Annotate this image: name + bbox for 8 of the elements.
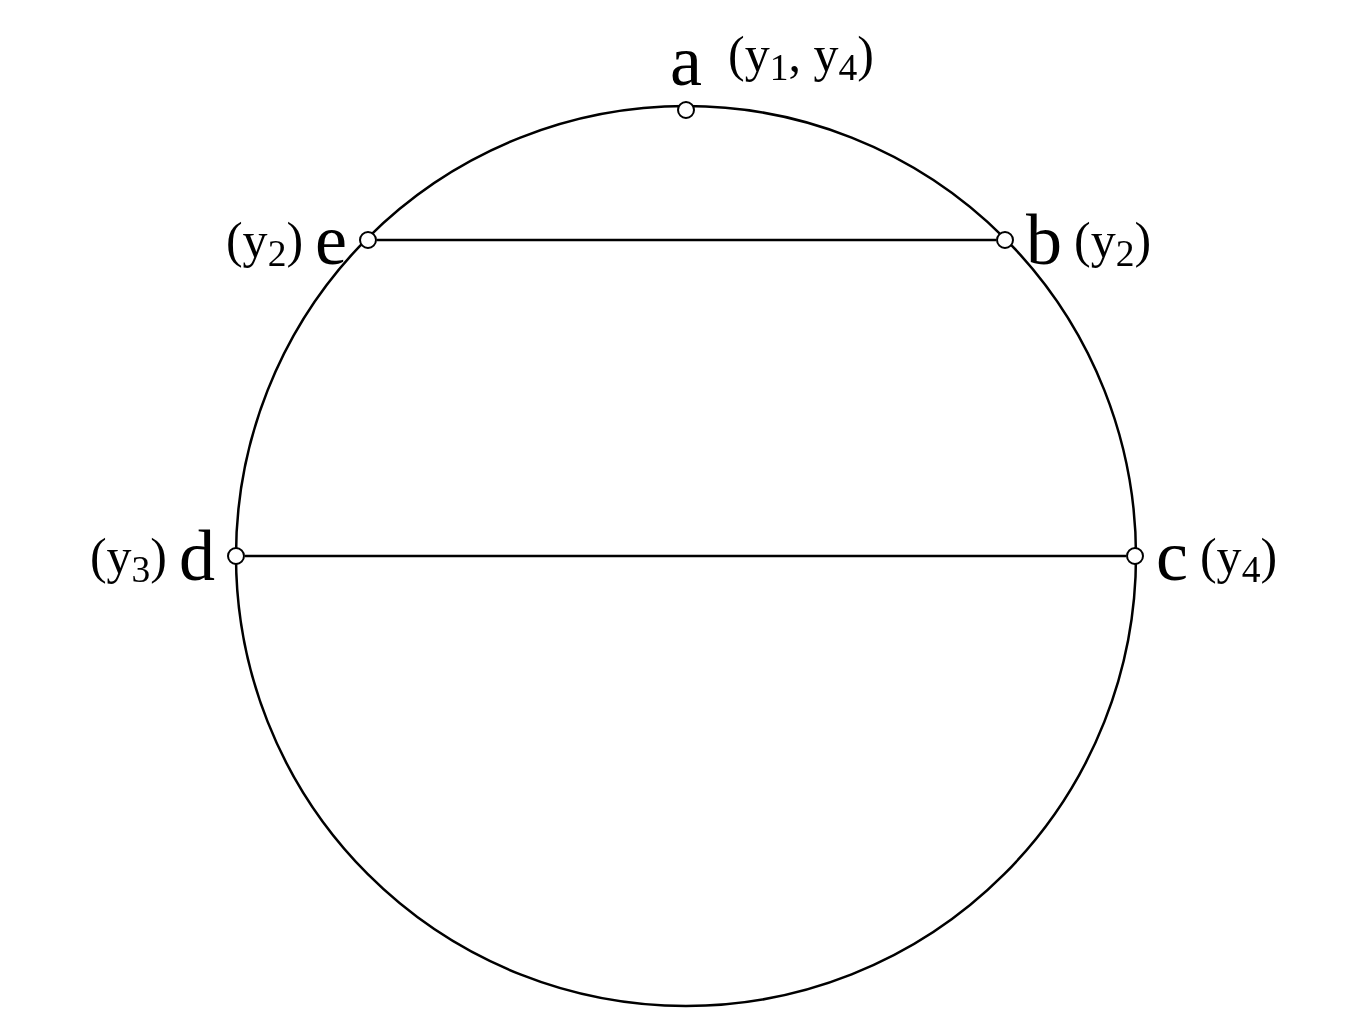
point-label: a (670, 25, 702, 97)
point-label: e (315, 204, 347, 276)
point-label: c (1156, 520, 1188, 592)
chord-line (245, 554, 1126, 558)
coordinate-label: (y$_{1}$, y$_{4}$) (728, 26, 874, 82)
point-label: b (1026, 204, 1062, 276)
chord-line (377, 238, 996, 242)
point-label: d (179, 520, 215, 592)
